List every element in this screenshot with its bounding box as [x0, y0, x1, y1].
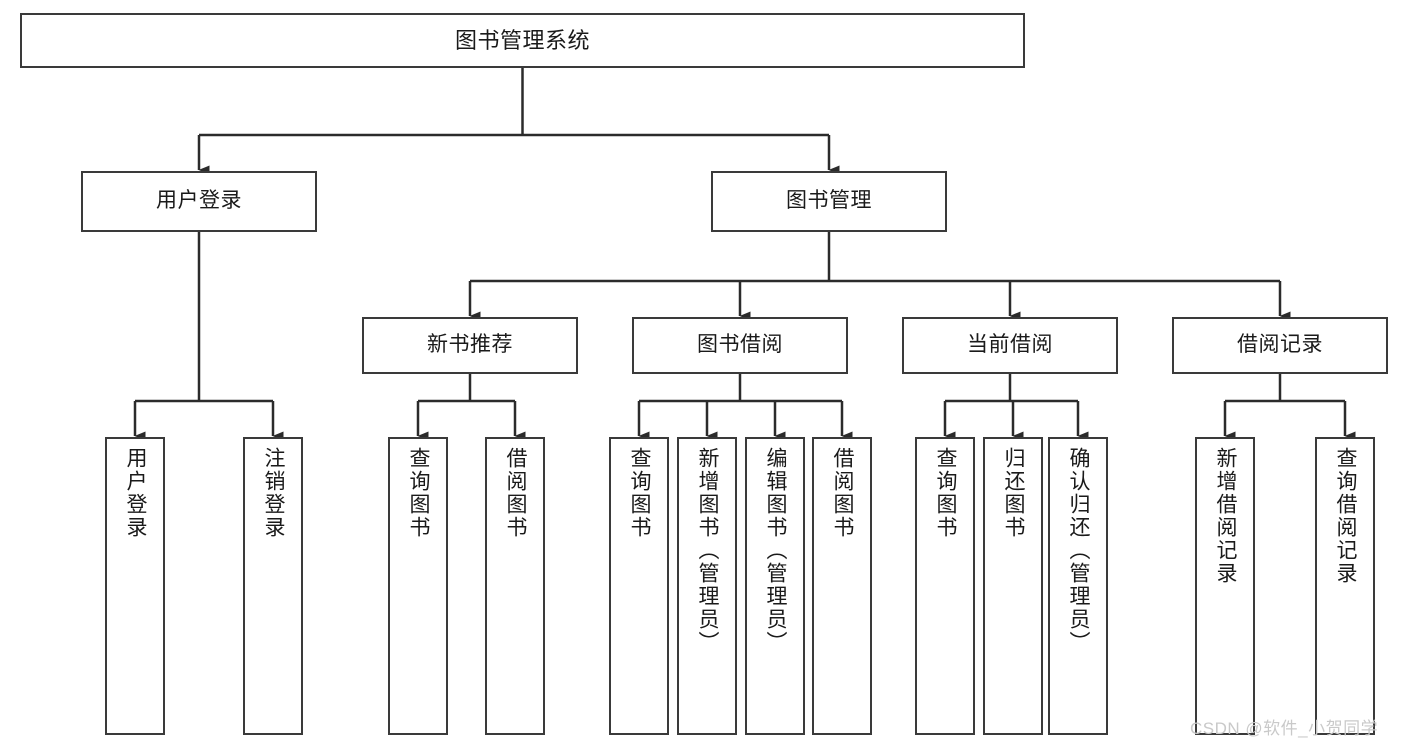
node-book-manage: 图书管理	[711, 171, 947, 232]
node-label-book-manage: 图书管理	[786, 189, 872, 213]
node-label-leaf-bb-borrow: 借阅图书	[831, 447, 855, 539]
node-label-leaf-bb-query: 查询图书	[628, 447, 652, 539]
node-label-leaf-cb-return: 归还图书	[1002, 447, 1026, 539]
node-label-current-borrow: 当前借阅	[967, 333, 1053, 357]
node-leaf-bb-edit: 编辑图书（管理员）	[745, 437, 805, 735]
node-label-leaf-br-query: 查询借阅记录	[1334, 447, 1358, 585]
node-label-new-book-rec: 新书推荐	[427, 333, 513, 357]
node-label-user-login: 用户登录	[156, 189, 242, 213]
node-label-root: 图书管理系统	[454, 27, 590, 53]
node-root: 图书管理系统	[20, 13, 1025, 68]
node-leaf-cb-query: 查询图书	[915, 437, 975, 735]
node-leaf-bb-borrow: 借阅图书	[812, 437, 872, 735]
node-label-leaf-bb-edit: 编辑图书（管理员）	[764, 447, 788, 654]
node-leaf-rec-borrow: 借阅图书	[485, 437, 545, 735]
node-label-leaf-bb-add: 新增图书（管理员）	[696, 447, 720, 654]
node-leaf-user-login: 用户登录	[105, 437, 165, 735]
node-new-book-rec: 新书推荐	[362, 317, 578, 374]
node-label-leaf-user-login: 用户登录	[124, 447, 148, 539]
node-borrow-record: 借阅记录	[1172, 317, 1388, 374]
node-book-borrow: 图书借阅	[632, 317, 848, 374]
node-leaf-bb-query: 查询图书	[609, 437, 669, 735]
node-leaf-cb-return: 归还图书	[983, 437, 1043, 735]
node-label-leaf-br-add: 新增借阅记录	[1214, 447, 1238, 585]
node-label-leaf-rec-query: 查询图书	[407, 447, 431, 539]
node-leaf-cb-confirm: 确认归还（管理员）	[1048, 437, 1108, 735]
node-leaf-rec-query: 查询图书	[388, 437, 448, 735]
node-leaf-user-logout: 注销登录	[243, 437, 303, 735]
node-leaf-br-query: 查询借阅记录	[1315, 437, 1375, 735]
node-current-borrow: 当前借阅	[902, 317, 1118, 374]
node-label-leaf-rec-borrow: 借阅图书	[504, 447, 528, 539]
node-user-login: 用户登录	[81, 171, 317, 232]
node-label-leaf-user-logout: 注销登录	[262, 447, 286, 539]
node-label-borrow-record: 借阅记录	[1237, 333, 1323, 357]
node-label-leaf-cb-confirm: 确认归还（管理员）	[1067, 447, 1091, 654]
node-label-book-borrow: 图书借阅	[697, 333, 783, 357]
node-leaf-bb-add: 新增图书（管理员）	[677, 437, 737, 735]
node-label-leaf-cb-query: 查询图书	[934, 447, 958, 539]
node-leaf-br-add: 新增借阅记录	[1195, 437, 1255, 735]
csdn-watermark: CSDN @软件_小贺同学	[1190, 719, 1379, 738]
edges	[133, 68, 1356, 441]
